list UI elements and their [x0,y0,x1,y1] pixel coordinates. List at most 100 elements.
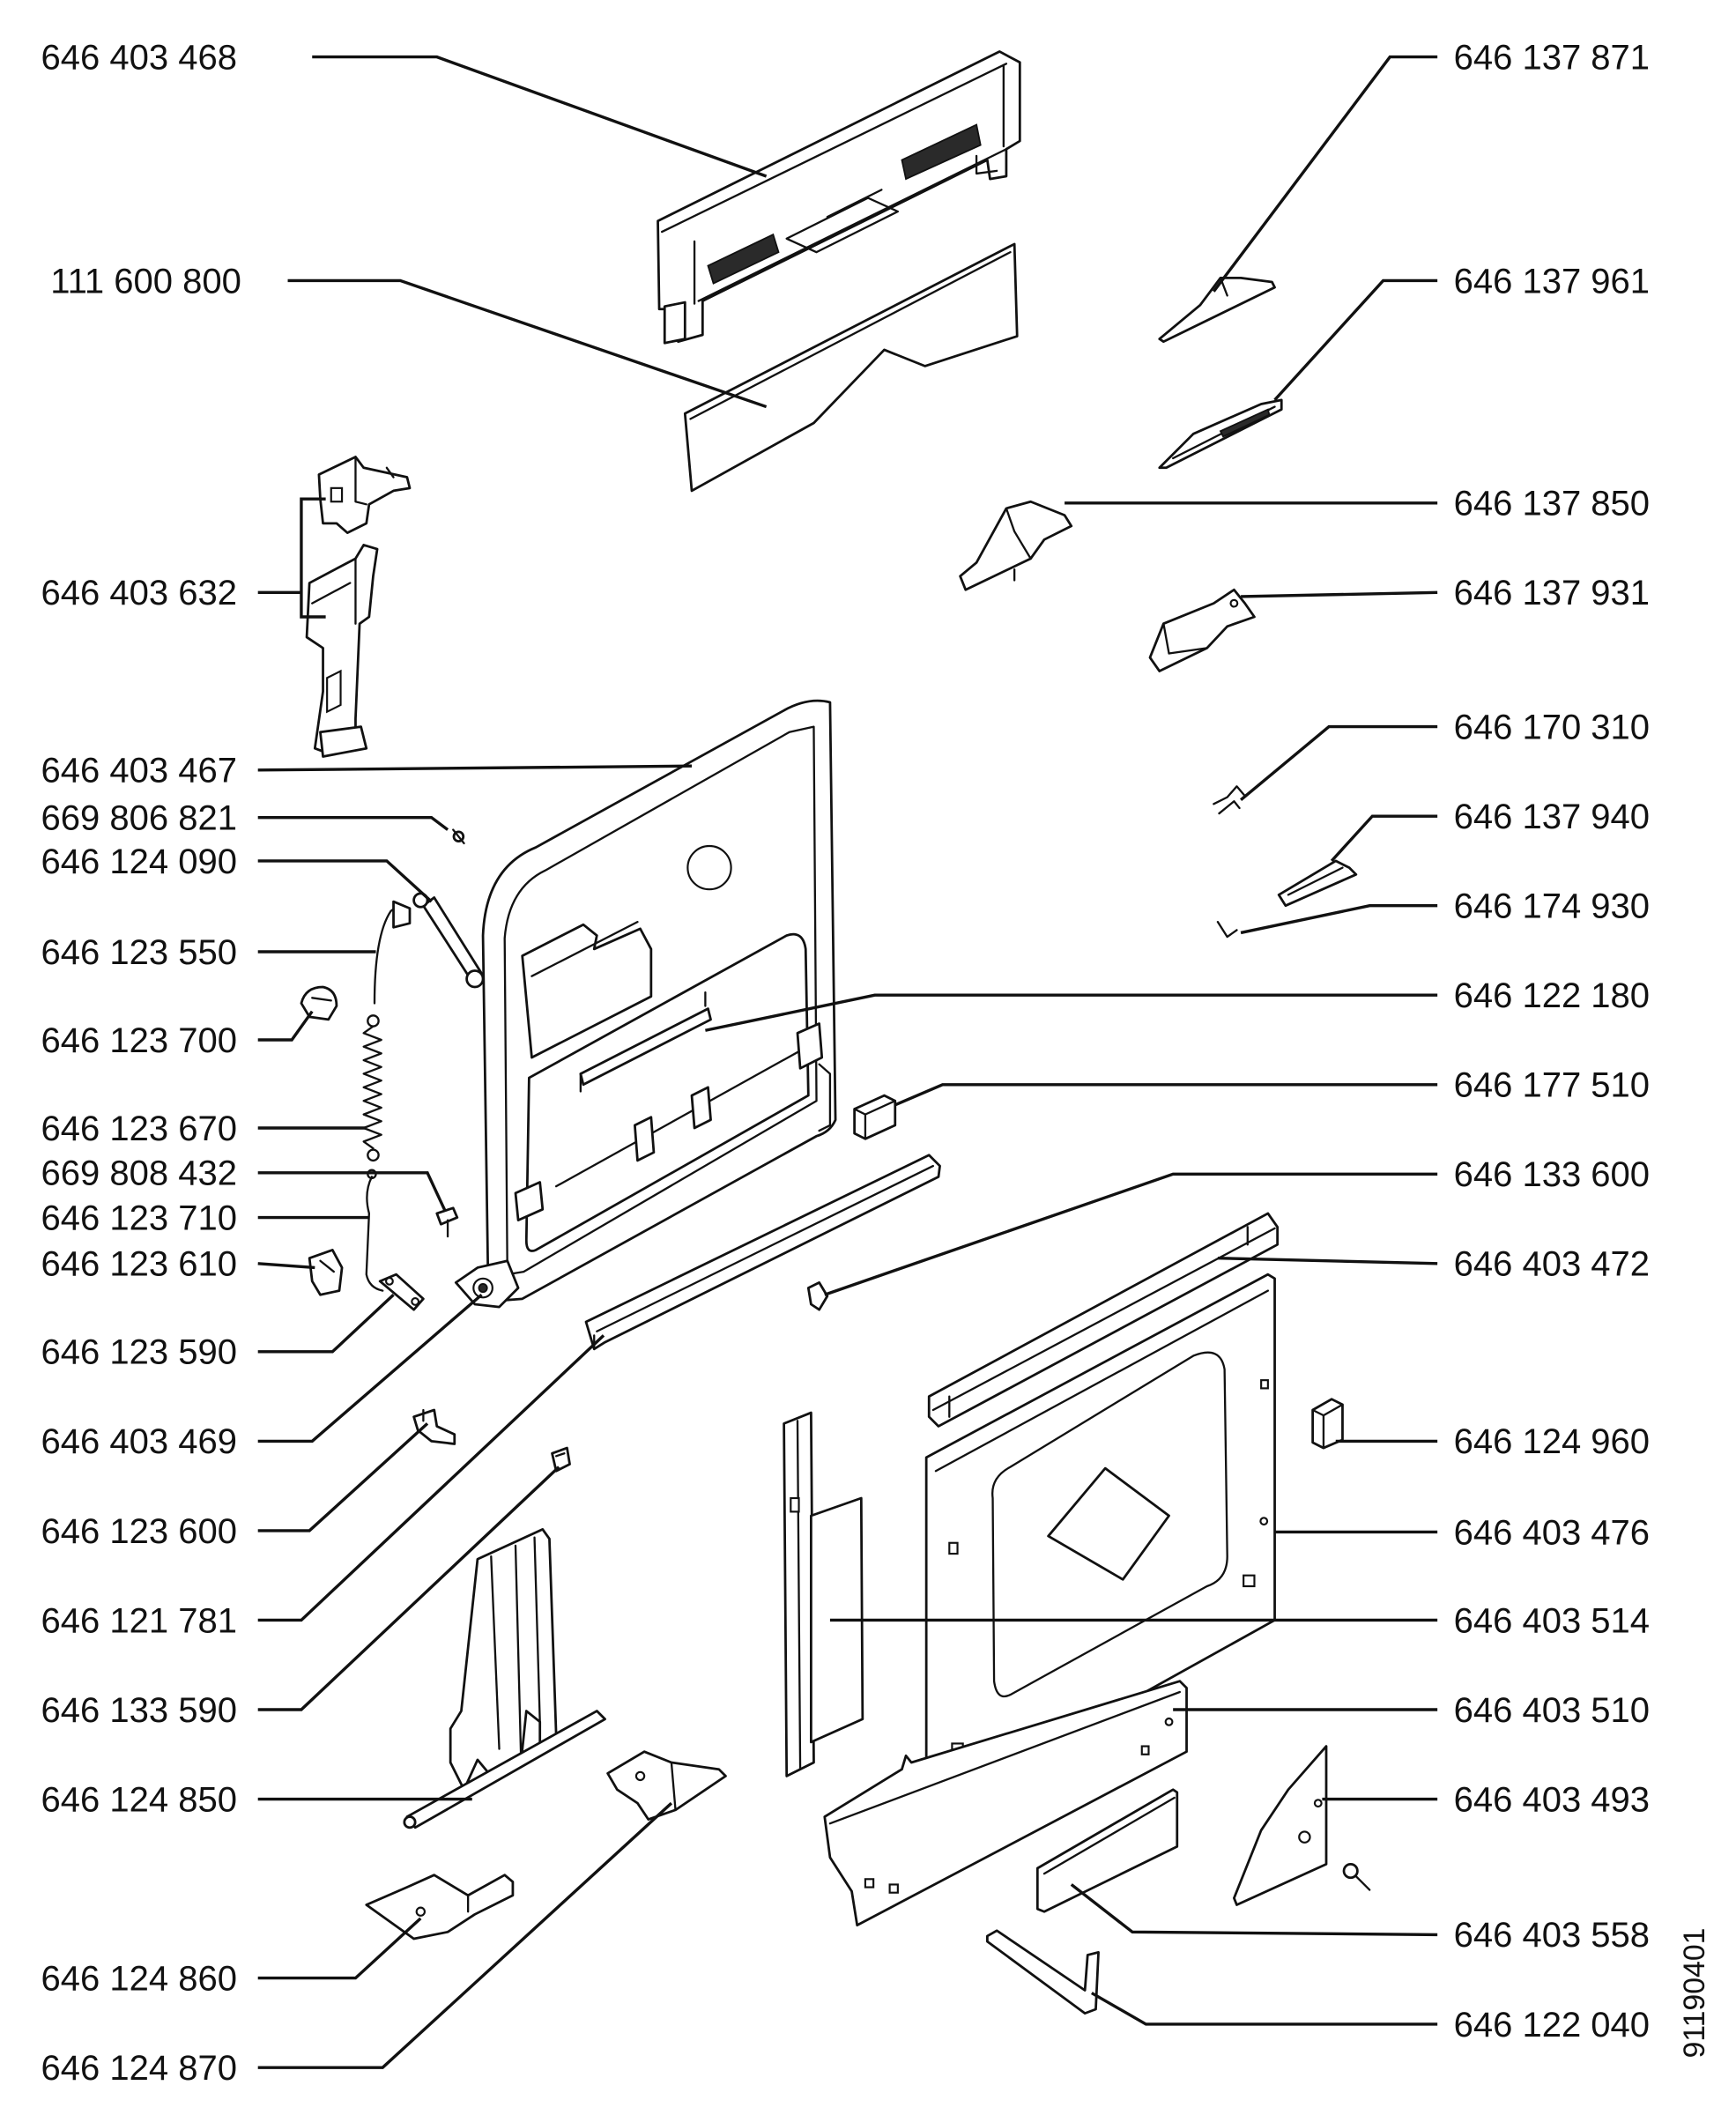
door-bracket-upper [317,456,412,534]
leader-line [824,1172,1438,1296]
part-number-label: 646 177 510 [1454,1066,1650,1105]
part-number-label: 646 133 600 [1454,1155,1650,1194]
door-bracket-lower [305,544,379,758]
leader-line [1239,724,1438,801]
foot-bracket-right [606,1750,727,1821]
part-number-label: 646 170 310 [1454,708,1650,746]
part-number-label: 646 403 510 [1454,1691,1650,1730]
leader-line [1240,904,1438,935]
part-number-label: 646 137 871 [1454,38,1650,77]
part-number-label: 646 133 590 [41,1691,237,1730]
screw-small [452,828,465,845]
part-number-label: 646 403 476 [1454,1513,1650,1552]
part-labels-right: 646 137 871 646 137 961 646 137 850 646 … [1454,38,1650,2044]
leader-line [1241,590,1438,598]
cable-clip-upper [300,985,338,1021]
part-number-label: 646 137 931 [1454,574,1650,612]
control-panel-housing [657,50,1021,345]
part-labels-left: 646 403 468 111 600 800 646 403 632 646 … [41,38,241,2088]
dish-rack-rail [579,1007,712,1087]
brush-strip [1158,398,1283,470]
leader-lines-right [705,55,1438,2026]
leader-line [1273,278,1438,401]
cable-clip-lower [308,1249,344,1296]
part-number-label: 646 123 710 [41,1198,237,1237]
part-number-label: 646 137 850 [1454,485,1650,523]
part-number-label: 646 403 514 [1454,1601,1650,1640]
leader-line [287,278,768,409]
lower-cover-plate [1035,1788,1179,1913]
leader-line [257,1917,422,1980]
clip-small [551,1446,571,1473]
leader-line [257,859,433,903]
latch-cover [1148,588,1256,672]
frame-hole [686,844,732,891]
angle-trim [986,1929,1100,2015]
foot-leg-assembly [403,1528,606,1829]
screw-hinge [435,1206,459,1238]
part-number-label: 646 137 961 [1454,262,1650,301]
part-number-label: 646 124 090 [41,842,237,881]
part-number-label: 646 124 850 [41,1780,237,1819]
screw-gusset [1342,1863,1371,1891]
part-number-label: 646 123 670 [41,1109,237,1148]
latch-slider [1277,859,1358,908]
kick-plate [823,1680,1188,1926]
part-number-label: 646 403 558 [1454,1916,1650,1955]
foot-bracket-left [365,1874,515,1941]
part-number-label: 646 403 632 [41,574,237,612]
door-latch-rod [412,892,485,989]
leader-line [257,1010,314,1042]
part-number-label: 646 123 550 [41,933,237,972]
part-number-label: 646 123 700 [41,1021,237,1060]
part-number-label: 646 122 040 [1454,2006,1650,2044]
leader-bracket [300,497,326,619]
latch-spring [1213,785,1246,815]
part-number-label: 669 806 821 [41,799,237,838]
part-number-label: 646 403 468 [41,38,237,77]
leader-lines-left [257,55,768,2069]
part-number-label: 111 600 800 [50,262,241,301]
leader-line [257,1293,483,1443]
rail-clip [806,1281,829,1311]
leader-line [1217,1257,1438,1265]
part-number-label: 646 123 610 [41,1245,237,1284]
part-number-label: 669 808 432 [41,1154,237,1193]
part-number-label: 646 122 180 [1454,976,1650,1015]
drawing-number: 91190401 [1678,1928,1711,2059]
leader-line [257,764,693,772]
part-number-label: 646 137 940 [1454,798,1650,836]
door-hinge [454,1259,520,1309]
lower-rail [584,1154,941,1351]
leader-line [257,1334,605,1622]
part-number-label: 646 403 467 [41,752,237,790]
side-trim-strip [783,1411,864,1777]
latch-holder [959,500,1073,591]
leader-line [257,1801,673,2069]
part-number-label: 646 123 590 [41,1333,237,1372]
leader-line [1212,55,1438,293]
bracket-small [412,1408,456,1445]
part-number-label: 646 124 870 [41,2049,237,2088]
leader-line [1091,1992,1438,2026]
part-number-label: 646 403 493 [1454,1780,1650,1819]
part-number-label: 646 124 860 [41,1959,237,1998]
inner-door-frame [481,699,837,1303]
part-number-label: 646 121 781 [41,1601,237,1640]
cable-lower [365,1169,384,1292]
cable-upper [373,900,412,1005]
door-switch-block [853,1094,897,1140]
glass-panel [683,242,1019,493]
leader-line [705,993,1438,1032]
leader-line [257,1262,315,1270]
door-window-cutout [1047,1466,1170,1581]
leader-line [312,55,768,178]
part-number-label: 646 124 960 [1454,1422,1650,1461]
leader-line [257,1466,560,1711]
part-number-label: 646 403 472 [1454,1245,1650,1284]
leader-line [894,1083,1438,1107]
leader-line [1070,1883,1438,1937]
side-gusset-plate [1233,1745,1328,1906]
leader-line [257,1171,447,1212]
